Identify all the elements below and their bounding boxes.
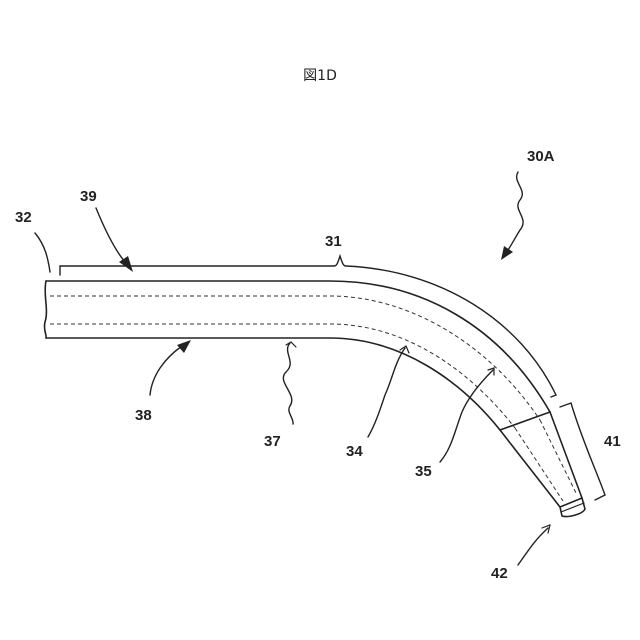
arrow-38 <box>150 340 191 395</box>
leader-34 <box>368 348 405 437</box>
label-34: 34 <box>346 443 363 460</box>
tapered-tip <box>500 412 585 517</box>
leader-32 <box>35 233 50 272</box>
label-32: 32 <box>15 209 32 226</box>
bracket-31 <box>60 256 556 397</box>
label-35: 35 <box>415 463 432 480</box>
bracket-41 <box>560 403 605 500</box>
label-38: 38 <box>135 407 152 424</box>
leader-42 <box>518 528 548 565</box>
figure-title: 図1D <box>303 68 337 84</box>
label-31: 31 <box>325 233 342 250</box>
arrow-30a <box>501 172 523 260</box>
label-39: 39 <box>80 188 97 205</box>
leader-35 <box>440 370 493 462</box>
label-41: 41 <box>604 433 621 450</box>
label-42: 42 <box>491 565 508 582</box>
catheter-body <box>44 281 550 430</box>
label-37: 37 <box>264 433 281 450</box>
leader-37 <box>283 343 293 424</box>
arrow-39 <box>96 208 133 272</box>
label-30a: 30A <box>527 148 555 165</box>
